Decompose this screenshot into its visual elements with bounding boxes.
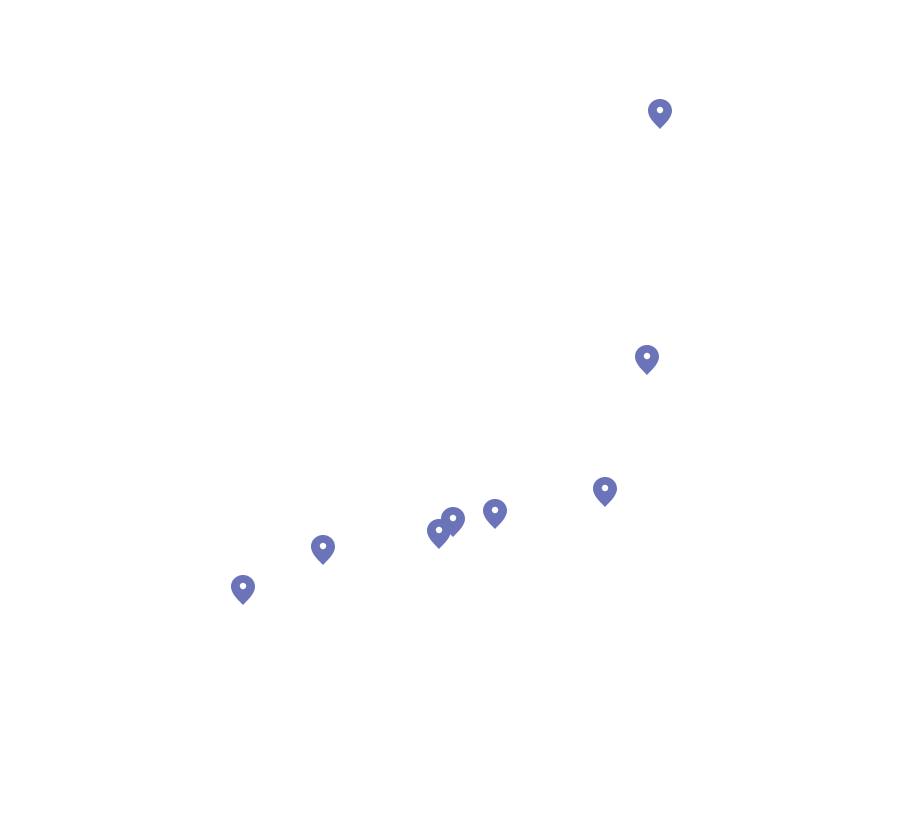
map-pin-shape — [593, 477, 617, 507]
map-pin-shape — [648, 99, 672, 129]
map-pin-icon — [231, 575, 255, 605]
map-marker[interactable] — [230, 574, 256, 606]
map-pin-icon — [311, 535, 335, 565]
map-pin-shape — [427, 519, 451, 549]
map-marker[interactable] — [647, 98, 673, 130]
map-pin-dot — [601, 484, 609, 492]
map-marker[interactable] — [426, 518, 452, 550]
map-marker[interactable] — [310, 534, 336, 566]
map-pin-icon — [635, 345, 659, 375]
map-pin-icon — [648, 99, 672, 129]
map-pin-icon — [593, 477, 617, 507]
map-pin-dot — [435, 526, 443, 534]
map-pin-shape — [231, 575, 255, 605]
map-marker[interactable] — [482, 498, 508, 530]
map-pin-dot — [491, 506, 499, 514]
map-pin-shape — [311, 535, 335, 565]
map-pin-shape — [483, 499, 507, 529]
map-pin-icon — [427, 519, 451, 549]
map-pin-dot — [656, 106, 664, 114]
map-pin-dot — [239, 582, 247, 590]
map-marker[interactable] — [634, 344, 660, 376]
map-pin-dot — [449, 514, 457, 522]
map-pin-icon — [483, 499, 507, 529]
map-pin-shape — [635, 345, 659, 375]
map-pin-dot — [319, 542, 327, 550]
map-marker[interactable] — [592, 476, 618, 508]
map-pin-dot — [643, 352, 651, 360]
